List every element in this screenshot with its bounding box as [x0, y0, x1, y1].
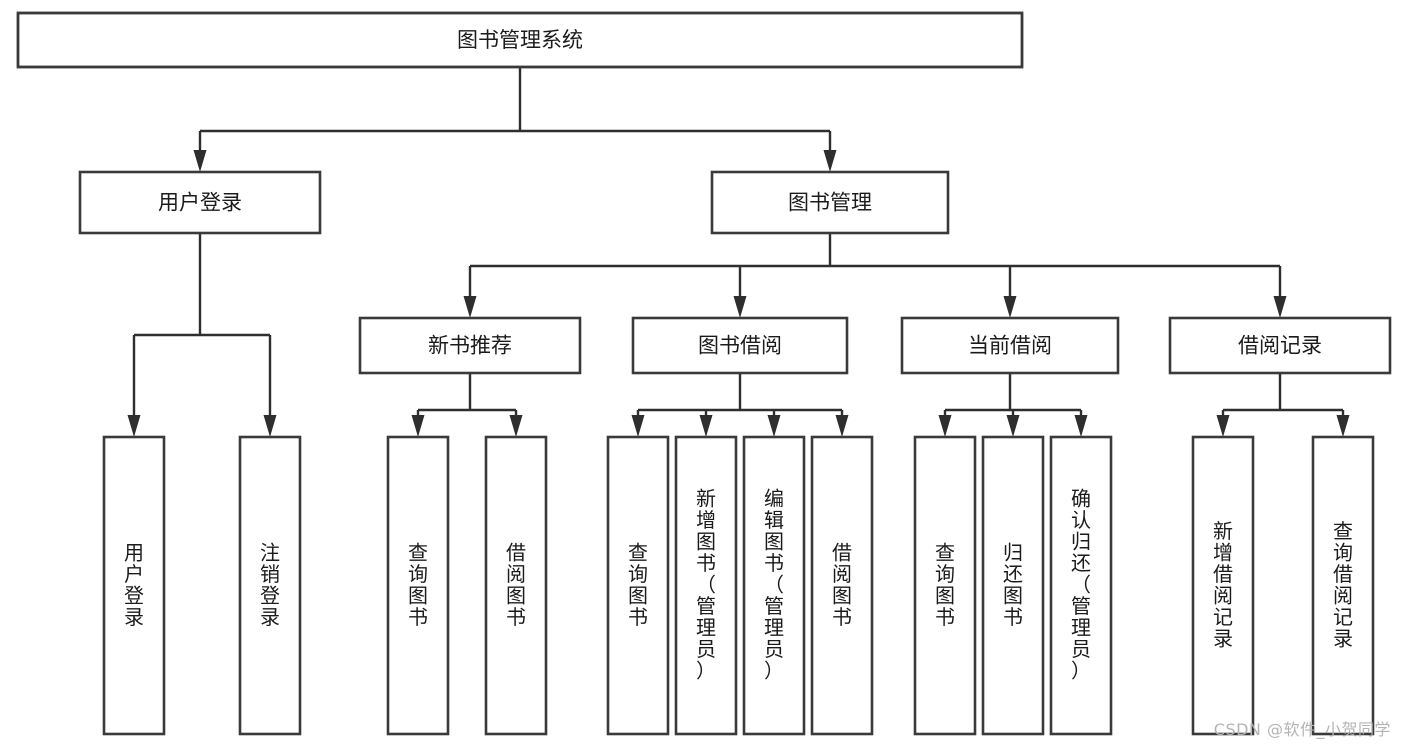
- node-box-cur-query-book: [913, 435, 977, 736]
- watermark-text: CSDN @软件_小贺同学: [1213, 720, 1391, 739]
- node-box-borrow-query-book: [606, 435, 670, 736]
- node-borrow-add-book[interactable]: 新增图书（管理员）: [674, 435, 738, 736]
- node-borrow-query-book[interactable]: 查询图书: [606, 435, 670, 736]
- node-cur-query-book[interactable]: 查询图书: [913, 435, 977, 736]
- node-label-rec-add-record: 新增借阅记录: [1213, 519, 1233, 651]
- node-label-rec-query-book: 查询图书: [408, 540, 428, 629]
- node-box-cur-confirm-return: [1049, 435, 1113, 736]
- node-box-book-manage: [710, 170, 950, 235]
- node-label-borrow-add-book: 新增图书（管理员）: [696, 487, 716, 683]
- node-box-borrow-add-book: [674, 435, 738, 736]
- node-label-new-book-recommend: 新书推荐: [428, 334, 512, 358]
- node-box-leaf-user-login: [102, 435, 166, 736]
- node-label-cur-confirm-return: 确认归还（管理员）: [1071, 487, 1091, 683]
- node-box-book-borrow: [631, 316, 849, 375]
- node-rec-query-record[interactable]: 查询借阅记录: [1311, 435, 1375, 736]
- node-label-book-borrow: 图书借阅: [698, 334, 782, 358]
- node-book-borrow[interactable]: 图书借阅: [631, 316, 849, 375]
- node-label-borrow-borrow-book: 借阅图书: [832, 540, 852, 629]
- arrow-head-icon-book-manage: [823, 150, 837, 172]
- node-box-new-book-recommend: [358, 316, 582, 375]
- node-current-borrow[interactable]: 当前借阅: [900, 316, 1120, 375]
- node-box-leaf-user-logout: [238, 435, 302, 736]
- node-rec-borrow-book[interactable]: 借阅图书: [484, 435, 548, 736]
- node-box-rec-query-record: [1311, 435, 1375, 736]
- node-new-book-recommend[interactable]: 新书推荐: [358, 316, 582, 375]
- arrow-head-icon-borrow-borrow-book: [835, 415, 849, 437]
- node-label-rec-query-record: 查询借阅记录: [1333, 519, 1353, 651]
- arrow-head-icon-user-login: [193, 150, 207, 172]
- node-layer: 图书管理系统用户登录图书管理用户登录注销登录新书推荐查询图书借阅图书图书借阅查询…: [16, 11, 1392, 736]
- node-book-manage[interactable]: 图书管理: [710, 170, 950, 235]
- node-label-cur-query-book: 查询图书: [935, 540, 955, 629]
- node-label-leaf-user-logout: 注销登录: [260, 540, 280, 629]
- node-leaf-user-logout[interactable]: 注销登录: [238, 435, 302, 736]
- node-label-borrow-record: 借阅记录: [1238, 334, 1322, 358]
- arrow-head-icon-leaf-user-login: [127, 415, 141, 437]
- node-box-borrow-record: [1168, 316, 1392, 375]
- node-rec-query-book[interactable]: 查询图书: [386, 435, 450, 736]
- node-label-rec-borrow-book: 借阅图书: [506, 540, 526, 629]
- node-label-cur-return-book: 归还图书: [1003, 540, 1023, 629]
- arrow-head-icon-rec-borrow-book: [509, 415, 523, 437]
- node-box-rec-query-book: [386, 435, 450, 736]
- node-label-current-borrow: 当前借阅: [968, 334, 1052, 358]
- arrow-head-icon-borrow-record: [1273, 296, 1287, 318]
- arrow-head-icon-borrow-edit-book: [767, 415, 781, 437]
- node-box-current-borrow: [900, 316, 1120, 375]
- node-borrow-edit-book[interactable]: 编辑图书（管理员）: [742, 435, 806, 736]
- node-borrow-record[interactable]: 借阅记录: [1168, 316, 1392, 375]
- node-box-borrow-edit-book: [742, 435, 806, 736]
- arrow-head-icon-book-borrow: [733, 296, 747, 318]
- arrow-head-icon-current-borrow: [1003, 296, 1017, 318]
- node-label-borrow-query-book: 查询图书: [628, 540, 648, 629]
- node-borrow-borrow-book[interactable]: 借阅图书: [810, 435, 874, 736]
- arrow-head-icon-cur-confirm-return: [1074, 415, 1088, 437]
- node-cur-confirm-return[interactable]: 确认归还（管理员）: [1049, 435, 1113, 736]
- node-box-root: [16, 11, 1024, 69]
- node-root[interactable]: 图书管理系统: [16, 11, 1024, 69]
- arrow-head-icon-rec-query-record: [1336, 415, 1350, 437]
- node-rec-add-record[interactable]: 新增借阅记录: [1191, 435, 1255, 736]
- arrow-head-icon-rec-add-record: [1216, 415, 1230, 437]
- node-cur-return-book[interactable]: 归还图书: [981, 435, 1045, 736]
- node-box-cur-return-book: [981, 435, 1045, 736]
- node-box-user-login: [78, 170, 322, 235]
- node-leaf-user-login[interactable]: 用户登录: [102, 435, 166, 736]
- node-label-leaf-user-login: 用户登录: [124, 540, 144, 629]
- node-box-rec-borrow-book: [484, 435, 548, 736]
- arrow-head-icon-rec-query-book: [411, 415, 425, 437]
- node-label-user-login: 用户登录: [158, 191, 242, 215]
- node-user-login[interactable]: 用户登录: [78, 170, 322, 235]
- node-label-root: 图书管理系统: [457, 28, 583, 52]
- node-label-book-manage: 图书管理: [788, 191, 872, 215]
- node-box-rec-add-record: [1191, 435, 1255, 736]
- node-label-borrow-edit-book: 编辑图书（管理员）: [764, 487, 784, 683]
- arrow-head-icon-borrow-add-book: [699, 415, 713, 437]
- arrow-head-icon-leaf-user-logout: [263, 415, 277, 437]
- node-box-borrow-borrow-book: [810, 435, 874, 736]
- arrow-head-icon-cur-return-book: [1006, 415, 1020, 437]
- arrow-head-icon-new-book-recommend: [463, 296, 477, 318]
- arrow-head-icon-borrow-query-book: [631, 415, 645, 437]
- connector-layer: [127, 67, 1350, 437]
- arrow-head-icon-cur-query-book: [938, 415, 952, 437]
